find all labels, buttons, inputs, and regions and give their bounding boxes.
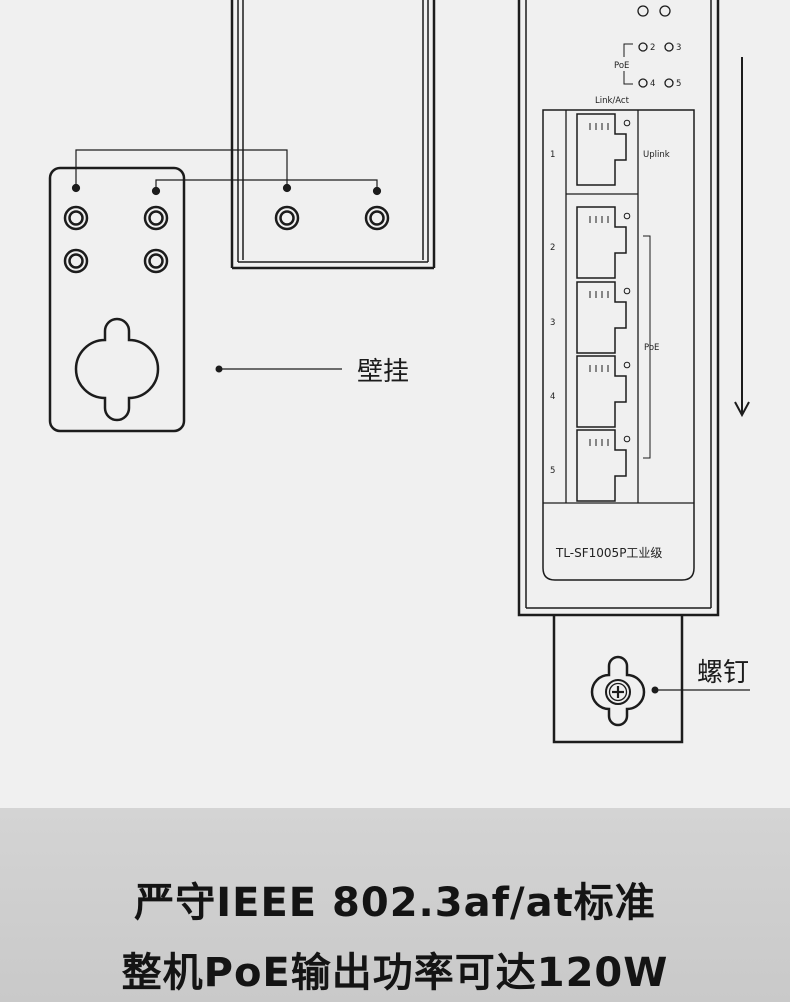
bracket-screw-hole: [63, 205, 89, 231]
rail-screw-hole: [274, 205, 300, 231]
led-labels: 2 3 4 5 PoE Link/Act: [595, 43, 681, 106]
led: [638, 78, 648, 88]
wall-mount-bracket: [48, 166, 186, 433]
port-led: [623, 119, 631, 127]
led-poe-label: PoE: [614, 61, 629, 71]
led-number: 4: [650, 79, 655, 89]
rail-screw-hole: [364, 205, 390, 231]
rj45-port: 1: [550, 113, 631, 186]
hole-alignment-lines: [71, 149, 382, 196]
feature-banner: 严守IEEE 802.3af/at标准 整机PoE输出功率可达120W: [0, 808, 790, 1002]
led: [664, 78, 674, 88]
switch-device: [517, 0, 720, 617]
screw-mount-tab: [552, 615, 684, 744]
din-rail: [230, 0, 436, 270]
led: [659, 5, 671, 17]
port-number: 4: [550, 392, 555, 402]
screw-label: 螺钉: [697, 658, 749, 688]
screw-callout: 螺钉: [651, 658, 750, 694]
rj45-port: 4: [550, 355, 631, 428]
uplink-label: Uplink: [643, 150, 670, 160]
wall-mount-label: 壁挂: [357, 357, 409, 387]
port-number: 5: [550, 466, 555, 476]
status-leds: [623, 5, 674, 88]
keyhole-slot: [74, 317, 160, 422]
screw-slot: [590, 655, 646, 727]
port-led: [623, 361, 631, 369]
port-led: [623, 287, 631, 295]
led: [638, 42, 648, 52]
ports-layer: 1 2 3 4 5: [550, 113, 631, 502]
wall-mount-callout: 壁挂: [215, 357, 409, 387]
port-number: 3: [550, 318, 555, 328]
port-number: 1: [550, 150, 555, 160]
bracket-screw-hole: [143, 248, 169, 274]
down-arrow-icon: [734, 57, 750, 418]
port-led: [623, 212, 631, 220]
led-number: 5: [676, 79, 681, 89]
feature-line-2: 整机PoE输出功率可达120W: [121, 950, 669, 996]
led: [637, 5, 649, 17]
link-act-label: Link/Act: [595, 96, 630, 106]
rj45-port: 3: [550, 281, 631, 354]
poe-port-bracket: [643, 235, 651, 459]
bracket-screw-hole: [63, 248, 89, 274]
port-led: [623, 435, 631, 443]
poe-ports-label: PoE: [644, 343, 659, 353]
bracket-screw-hole: [143, 205, 169, 231]
led: [664, 42, 674, 52]
rj45-port: 2: [550, 206, 631, 279]
port-number: 2: [550, 243, 555, 253]
rj45-port: 5: [550, 429, 631, 502]
screw-icon: [605, 679, 631, 705]
model-name: TL-SF1005P工业级: [555, 546, 662, 560]
led-number: 2: [650, 43, 655, 53]
feature-line-1: 严守IEEE 802.3af/at标准: [134, 880, 656, 926]
led-number: 3: [676, 43, 681, 53]
